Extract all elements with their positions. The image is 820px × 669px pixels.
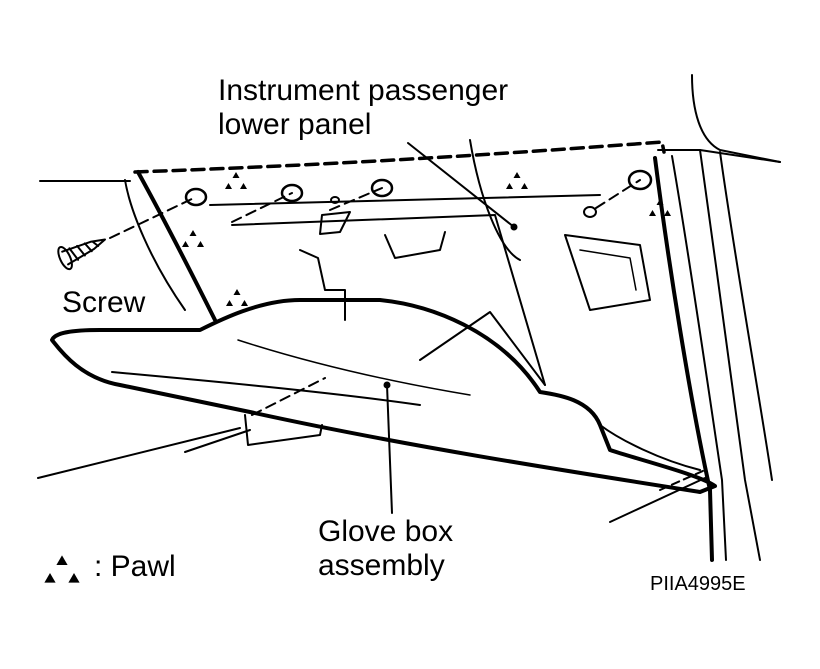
floor-line-2	[184, 429, 251, 453]
pawl-legend-icon	[44, 555, 80, 583]
bracket-shape	[319, 211, 351, 235]
panel-recess	[564, 234, 651, 311]
lower-dashed-line	[251, 377, 326, 416]
instrument-panel-label-line2: lower panel	[218, 108, 372, 141]
clip-hole-2	[583, 206, 597, 218]
leader-dot-panel	[510, 223, 518, 231]
pawl-triangle-icon	[182, 230, 204, 247]
screw-hole-2	[280, 183, 304, 203]
panel-recess-inner	[579, 249, 637, 291]
pawl-triangle-icon	[226, 289, 248, 306]
glove-box-latch	[244, 414, 323, 446]
leader-glove-box	[386, 384, 393, 514]
screw-hole-1	[184, 187, 208, 207]
hinge-arm	[299, 249, 346, 321]
glove-box-label-line2: assembly	[318, 549, 445, 582]
clip-hole	[330, 196, 340, 204]
right-console-inner-1	[671, 155, 727, 561]
leader-instrument-panel	[407, 142, 515, 228]
lower-right-line	[609, 477, 706, 523]
left-panel-inner	[124, 179, 186, 311]
left-panel-edge	[136, 170, 217, 322]
pawl-triangle-icon	[506, 172, 528, 189]
glove-box-flange	[237, 339, 471, 396]
hinge-bracket	[384, 231, 446, 259]
right-pillar	[691, 74, 781, 163]
panel-rail-mid	[231, 214, 546, 386]
screw-hole-4	[627, 169, 653, 191]
dash-top-line-right	[657, 149, 781, 163]
screw-dashed-path-4	[595, 179, 641, 209]
panel-rail-upper	[209, 194, 601, 206]
glove-box-rib	[419, 311, 546, 386]
screw-label: Screw	[62, 286, 146, 319]
instrument-panel-label-line1: Instrument passenger	[218, 74, 509, 107]
screw-dashed-path-3	[329, 187, 383, 211]
panel-diagonal	[469, 139, 521, 261]
right-console-inner-2	[699, 149, 761, 561]
leader-dot-glove	[383, 381, 391, 389]
floor-line	[37, 427, 241, 479]
glove-box-label-line1: Glove box	[318, 515, 454, 548]
lower-dashed-line-2	[659, 469, 706, 491]
instrument-panel-label: Instrument passenger lower panel	[218, 74, 508, 142]
glove-box-body	[50, 298, 717, 494]
screw-dashed-path	[109, 196, 197, 239]
pawl-legend-label: : Pawl	[94, 550, 176, 583]
glove-box-lid-line	[111, 371, 421, 406]
screw-hole-3	[370, 178, 394, 198]
glove-box-label: Glove box assembly	[318, 515, 453, 583]
right-console-inner-3	[719, 151, 773, 481]
panel-dashed-outline	[133, 140, 666, 174]
glove-box-bottom	[599, 424, 701, 471]
screw-dashed-path-2	[231, 192, 293, 223]
pawl-triangle-icon	[225, 172, 247, 189]
figure-code: PIIA4995E	[650, 573, 746, 595]
screw-icon	[57, 238, 107, 271]
